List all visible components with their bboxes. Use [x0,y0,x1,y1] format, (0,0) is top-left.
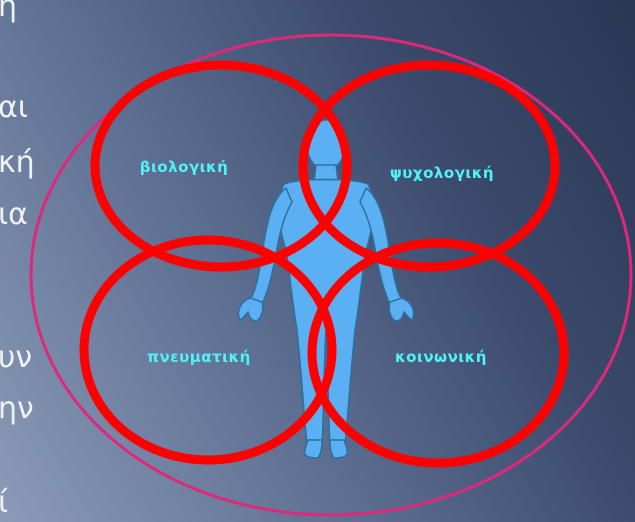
label-social: κοινωνική [395,348,487,366]
label-spiritual: πνευματική [147,348,251,366]
label-psychological: ψυχολογική [390,164,494,182]
label-biological: βιολογική [140,158,229,176]
